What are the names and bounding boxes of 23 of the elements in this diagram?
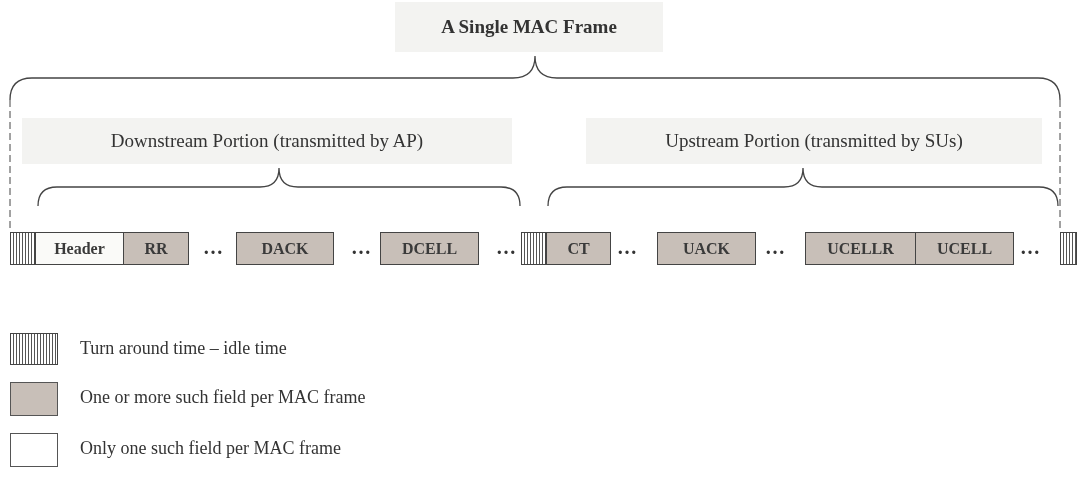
frame-field: UCELLR xyxy=(805,232,916,265)
frame-field: UCELL xyxy=(915,232,1014,265)
legend-text: Only one such field per MAC frame xyxy=(80,438,341,459)
ellipsis: … xyxy=(203,236,224,259)
ellipsis: … xyxy=(1020,236,1041,259)
frame-field: CT xyxy=(546,232,611,265)
ellipsis: … xyxy=(351,236,372,259)
frame-title: A Single MAC Frame xyxy=(395,2,663,52)
frame-field: RR xyxy=(123,232,189,265)
frame-field: Header xyxy=(35,232,124,265)
ellipsis: … xyxy=(496,236,517,259)
turnaround-bar xyxy=(10,232,35,265)
frame-field: DACK xyxy=(236,232,334,265)
frame-field: UACK xyxy=(657,232,756,265)
portion-label: Downstream Portion (transmitted by AP) xyxy=(22,118,512,164)
frame-field: DCELL xyxy=(380,232,479,265)
portion-label: Upstream Portion (transmitted by SUs) xyxy=(586,118,1042,164)
ellipsis: … xyxy=(765,236,786,259)
turnaround-bar xyxy=(521,232,546,265)
ellipsis: … xyxy=(617,236,638,259)
turnaround-bar xyxy=(1060,232,1077,265)
legend-text: One or more such field per MAC frame xyxy=(80,387,366,408)
legend-text: Turn around time – idle time xyxy=(80,338,287,359)
